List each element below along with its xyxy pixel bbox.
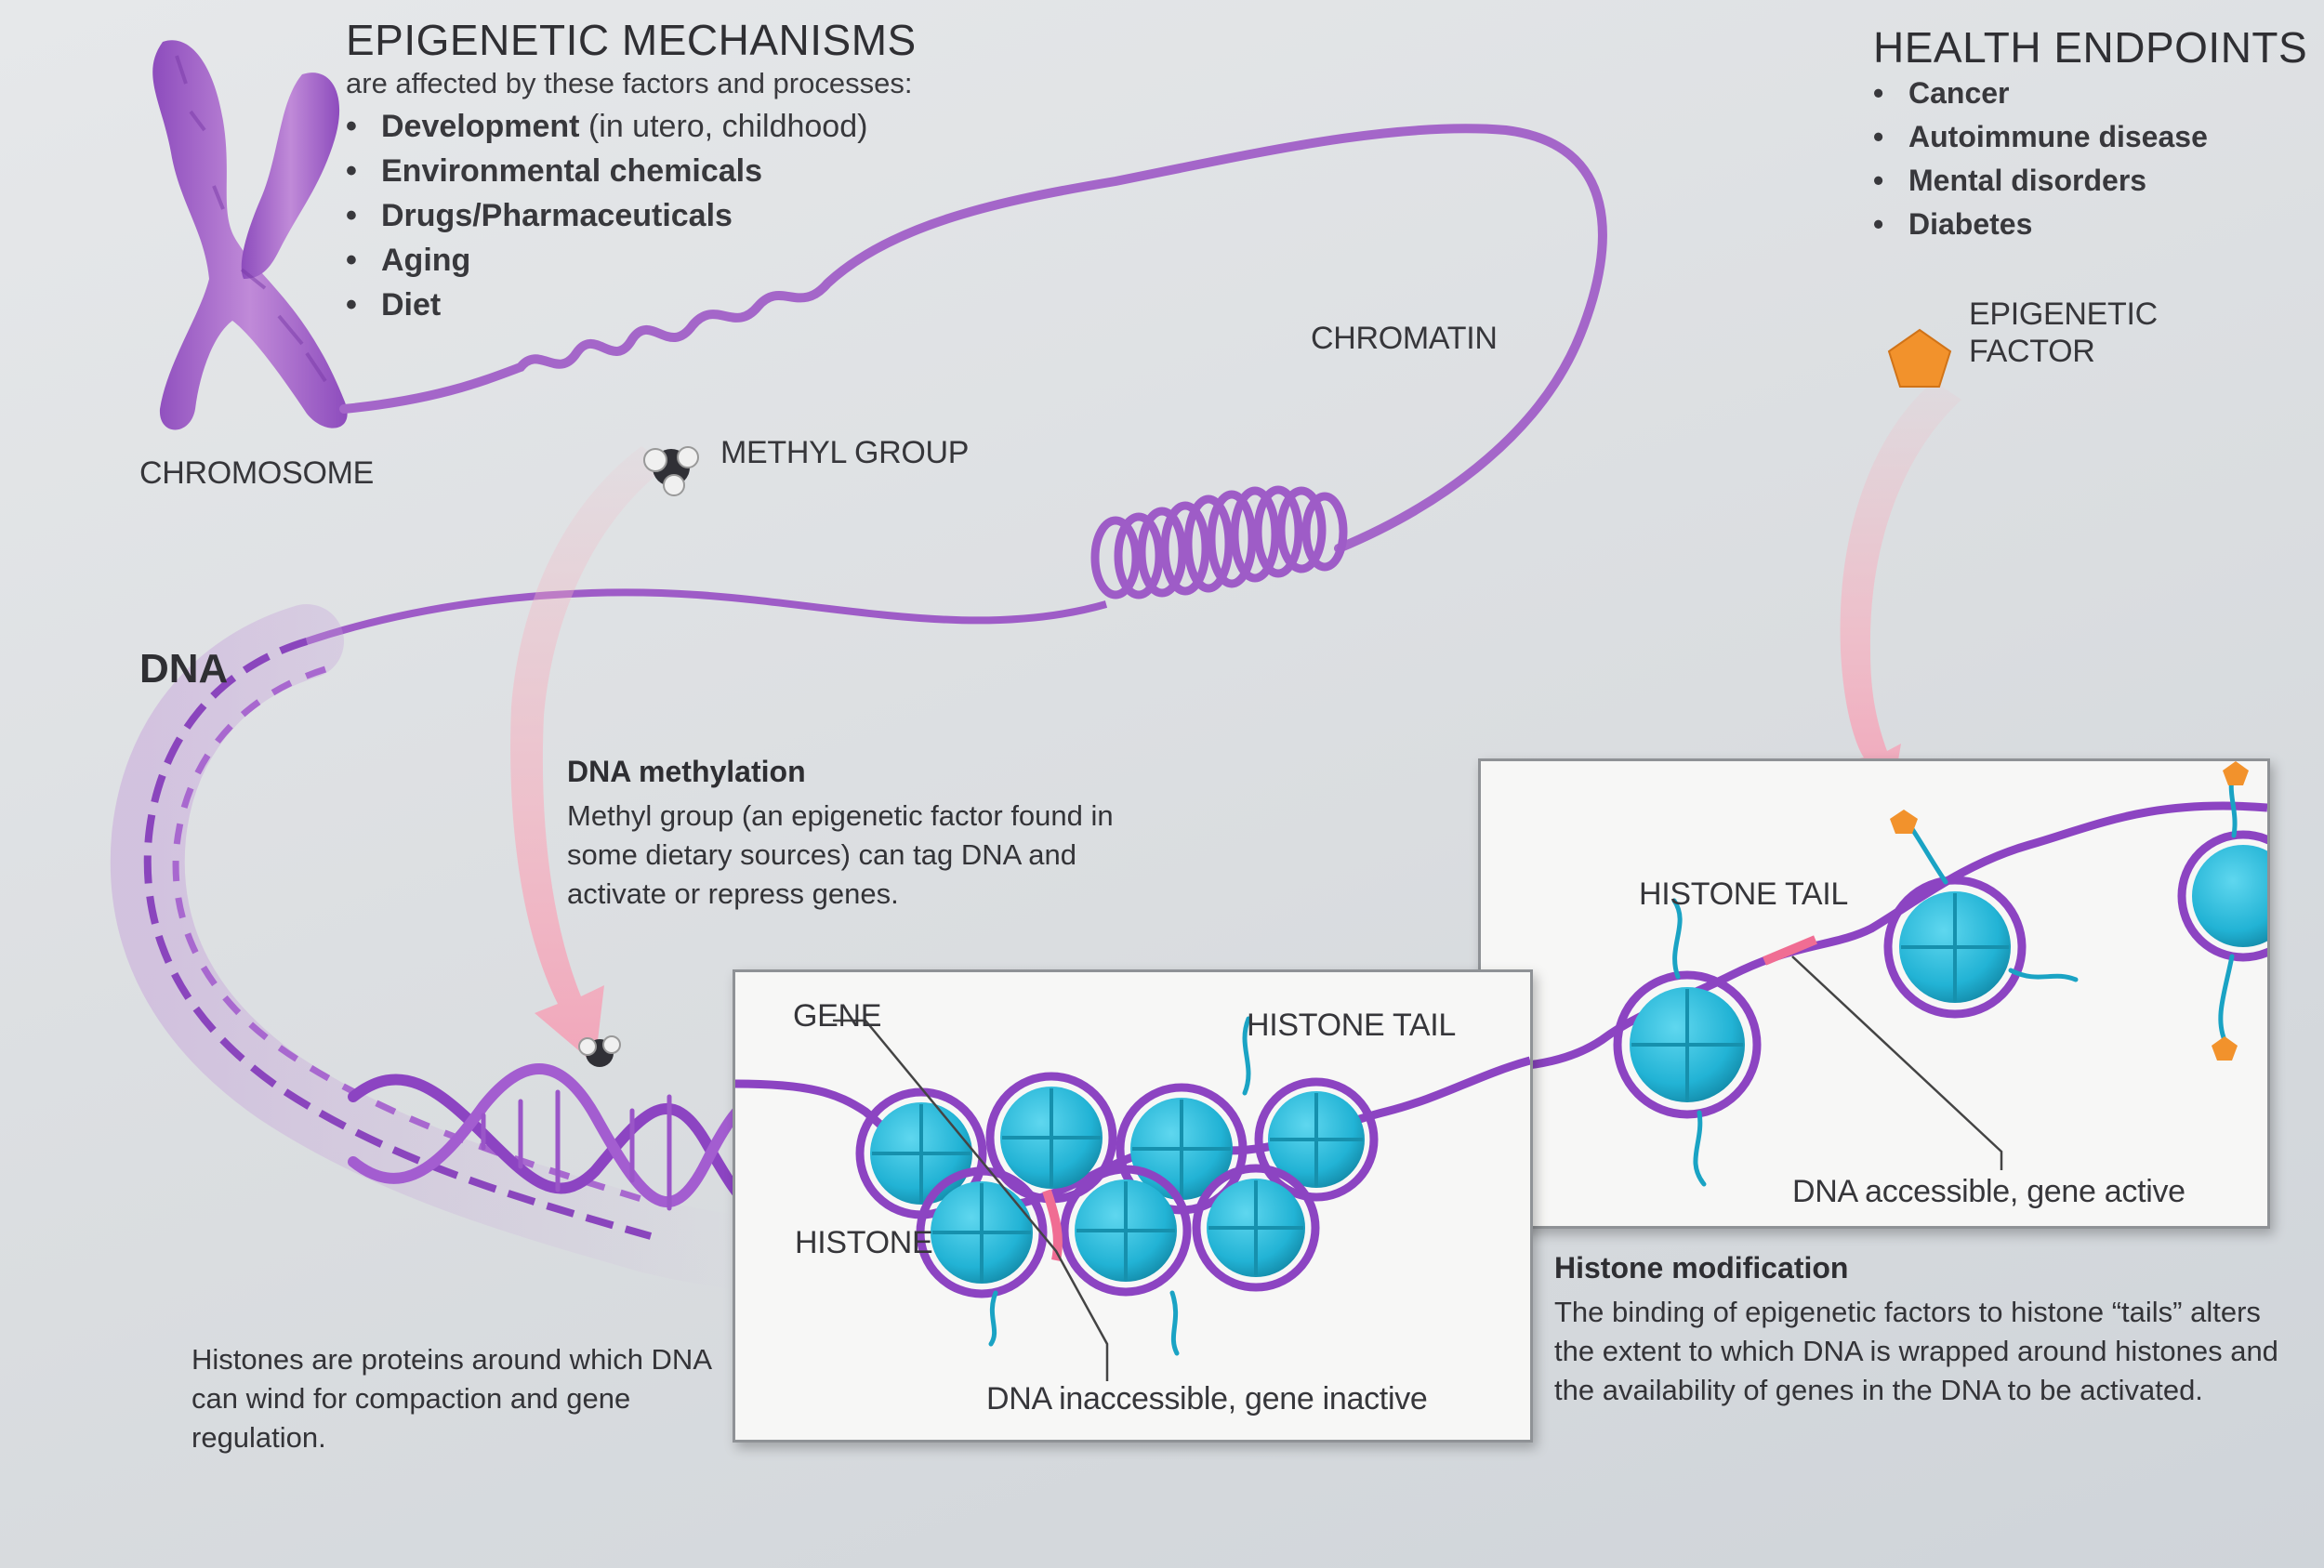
epigenetic-factor-label: EPIGENETIC FACTOR: [1969, 296, 2158, 369]
histone-right-2: [1883, 876, 2027, 1019]
endpoint-item: Cancer: [1873, 72, 2208, 115]
histone-mod-caption-body: The binding of epigenetic factors to his…: [1554, 1296, 2278, 1406]
chromatin-label: CHROMATIN: [1311, 321, 1498, 356]
chromatin-coil: [1090, 485, 1348, 600]
endpoint-item: Diabetes: [1873, 203, 2208, 246]
chromosome-label: CHROMOSOME: [139, 455, 375, 491]
histone-cluster: [855, 1072, 1379, 1298]
gene-label: GENE: [793, 998, 882, 1034]
accessible-chromatin-drawing: [1480, 761, 2309, 1187]
mechanisms-title: EPIGENETIC MECHANISMS: [346, 16, 917, 64]
methylation-caption-body: Methyl group (an epigenetic factor found…: [567, 799, 1114, 910]
endpoint-item: Mental disorders: [1873, 159, 2208, 203]
histone-tail-label-right: HISTONE TAIL: [1639, 876, 1849, 912]
mechanism-item: Environmental chemicals: [346, 149, 867, 193]
dna-helix-loop: [110, 604, 781, 1292]
methyl-group-label: METHYL GROUP: [720, 435, 970, 470]
histone-right-1: [1613, 970, 1762, 1119]
histone-mod-arrow: [1840, 381, 1961, 799]
histone-mod-caption-title: Histone modification: [1554, 1251, 1849, 1285]
factor-on-tail-icon-2: [2223, 761, 2249, 785]
histone-label: HISTONE: [795, 1225, 933, 1260]
histone-accessible-panel: HISTONE TAIL DNA accessible, gene active: [1478, 758, 2309, 1229]
epigenetic-factor-icon: [1887, 328, 1952, 388]
histones-note: Histones are proteins around which DNA c…: [191, 1343, 711, 1454]
mechanism-item: Aging: [346, 238, 867, 283]
mechanisms-subtitle: are affected by these factors and proces…: [346, 67, 913, 99]
dna-inaccessible-label: DNA inaccessible, gene inactive: [986, 1381, 1428, 1416]
compact-chromatin-drawing: [734, 1016, 1532, 1381]
mechanism-item: Diet: [346, 283, 867, 327]
methyl-tag-on-dna-icon: [578, 1035, 621, 1067]
factor-on-tail-icon-3: [2212, 1036, 2238, 1061]
endpoint-item: Autoimmune disease: [1873, 115, 2208, 159]
mechanism-item: Development (in utero, childhood): [346, 104, 867, 149]
methylation-caption-title: DNA methylation: [567, 755, 806, 788]
mechanisms-list: Development (in utero, childhood) Enviro…: [346, 104, 867, 327]
methylation-caption: DNA methylation Methyl group (an epigene…: [567, 755, 1181, 914]
endpoints-list: Cancer Autoimmune disease Mental disorde…: [1873, 72, 2208, 246]
histone-mod-caption: Histone modification The binding of epig…: [1554, 1251, 2298, 1410]
chromosome-shape: [152, 40, 348, 430]
histone-tail-label-left: HISTONE TAIL: [1247, 1008, 1457, 1043]
dna-label: DNA: [139, 646, 229, 692]
histone-right-3: [2177, 830, 2309, 962]
endpoints-title: HEALTH ENDPOINTS: [1873, 23, 2308, 72]
methylation-arrow: [510, 446, 669, 1064]
histone-compact-panel: GENE HISTONE TAIL HISTONE DNA inaccessib…: [733, 969, 1533, 1443]
mechanism-item: Drugs/Pharmaceuticals: [346, 193, 867, 238]
dna-accessible-label: DNA accessible, gene active: [1792, 1174, 2185, 1209]
methyl-group-icon: [643, 446, 699, 496]
factor-on-tail-icon: [1890, 810, 1918, 834]
